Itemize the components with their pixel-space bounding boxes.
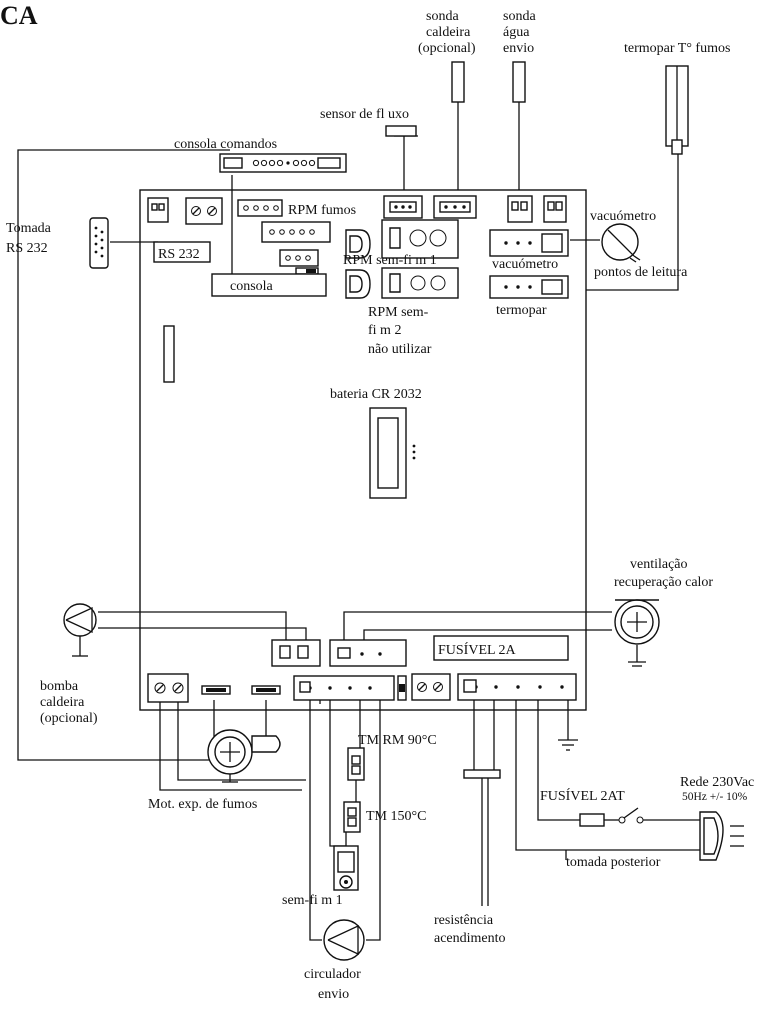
svg-text:ventilação: ventilação xyxy=(630,557,688,572)
circulator-pump: circulador envio xyxy=(304,919,365,1002)
svg-text:sem-fi m 1: sem-fi m 1 xyxy=(282,893,343,908)
svg-text:consola: consola xyxy=(230,279,274,294)
svg-text:caldeira: caldeira xyxy=(426,25,471,40)
ground-symbol xyxy=(558,739,578,751)
svg-text:recuperação calor: recuperação calor xyxy=(614,575,713,590)
svg-text:Tomada: Tomada xyxy=(6,221,52,236)
flue-thermocouple: termopar T° fumos xyxy=(624,41,730,155)
command-console: consola comandos xyxy=(174,137,347,173)
svg-text:circulador: circulador xyxy=(304,967,361,982)
svg-text:RS 232: RS 232 xyxy=(158,247,200,262)
svg-text:caldeira: caldeira xyxy=(40,695,85,710)
svg-text:Mot. exp. de fumos: Mot. exp. de fumos xyxy=(148,797,257,812)
svg-text:acendimento: acendimento xyxy=(434,931,506,946)
svg-text:termopar T° fumos: termopar T° fumos xyxy=(624,41,730,56)
svg-text:FUSÍVEL 2AT: FUSÍVEL 2AT xyxy=(540,787,625,804)
svg-text:RPM sem-fi m 1: RPM sem-fi m 1 xyxy=(343,253,437,268)
board-components: RPM fumos RS 232 consola xyxy=(147,195,577,703)
svg-text:RS 232: RS 232 xyxy=(6,241,48,256)
control-board xyxy=(139,189,587,711)
svg-text:resistência: resistência xyxy=(434,913,494,928)
svg-text:não utilizar: não utilizar xyxy=(368,342,432,357)
svg-text:(opcional): (opcional) xyxy=(40,711,98,726)
thermostat-150: TM 150°C xyxy=(343,801,426,833)
svg-text:tomada posterior: tomada posterior xyxy=(566,855,661,870)
svg-text:bomba: bomba xyxy=(40,679,79,694)
svg-text:envio: envio xyxy=(318,987,349,1002)
svg-text:bateria CR 2032: bateria CR 2032 xyxy=(330,387,422,402)
flue-extractor-motor: Mot. exp. de fumos xyxy=(148,729,281,812)
diagram-title: CA xyxy=(0,1,38,30)
rs232-socket: Tomada RS 232 xyxy=(6,217,109,269)
svg-text:Rede 230Vac: Rede 230Vac xyxy=(680,775,754,790)
svg-text:50Hz +/- 10%: 50Hz +/- 10% xyxy=(682,791,748,803)
svg-text:consola comandos: consola comandos xyxy=(174,137,277,152)
mains-plug: Rede 230Vac 50Hz +/- 10% xyxy=(680,775,754,861)
svg-text:(opcional): (opcional) xyxy=(418,41,476,56)
svg-text:TM 150°C: TM 150°C xyxy=(366,809,426,824)
thermostat-90: TM RM 90°C xyxy=(347,733,437,781)
svg-text:termopar: termopar xyxy=(496,303,547,318)
ventilation-fan: ventilação recuperação calor xyxy=(614,557,713,667)
boiler-probe: sonda caldeira (opcional) xyxy=(418,9,476,103)
svg-text:sonda: sonda xyxy=(426,9,459,24)
svg-text:pontos de leitura: pontos de leitura xyxy=(594,265,688,280)
flow-sensor: sensor de fl uxo xyxy=(320,107,417,137)
svg-text:água: água xyxy=(503,25,530,40)
svg-text:vacuómetro: vacuómetro xyxy=(590,209,656,224)
wires xyxy=(17,102,700,941)
svg-text:sensor de fl uxo: sensor de fl uxo xyxy=(320,107,409,122)
auger-motor: sem-fi m 1 xyxy=(282,845,359,908)
vacuometer-gauge: vacuómetro pontos de leitura xyxy=(590,209,688,280)
svg-text:vacuómetro: vacuómetro xyxy=(492,257,558,272)
boiler-pump: bomba caldeira (opcional) xyxy=(40,603,98,726)
ignition-resistance: resistência acendimento xyxy=(434,769,506,946)
svg-text:RPM sem-: RPM sem- xyxy=(368,305,429,320)
svg-text:envio: envio xyxy=(503,41,534,56)
mains-fuse-2at: FUSÍVEL 2AT tomada posterior xyxy=(540,787,661,870)
water-probe: sonda água envio xyxy=(503,9,536,103)
svg-text:RPM fumos: RPM fumos xyxy=(288,203,356,218)
svg-text:sonda: sonda xyxy=(503,9,536,24)
svg-text:fi m 2: fi m 2 xyxy=(368,323,401,338)
svg-text:FUSÍVEL 2A: FUSÍVEL 2A xyxy=(438,641,517,658)
svg-text:TM RM 90°C: TM RM 90°C xyxy=(358,733,437,748)
